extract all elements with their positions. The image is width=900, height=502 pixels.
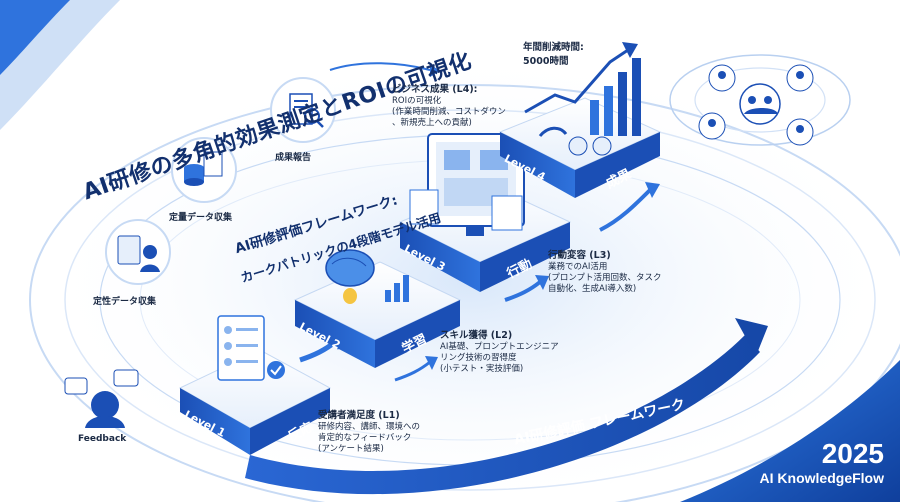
feedback-label: Feedback (78, 434, 127, 444)
report-label: 成果報告 (275, 153, 312, 163)
qualitative-icon (105, 219, 171, 285)
level-4-line: 、新規売上への貢献) (392, 118, 472, 128)
level-3-line: 自動化、生成AI導入数) (548, 284, 637, 294)
level-4-block (498, 42, 662, 198)
level-1-line: 肯定的なフィードバック (318, 433, 412, 443)
quantitative-label: 定量データ収集 (169, 213, 233, 223)
level-1-block (178, 315, 332, 455)
level-3-line: 業務でのAI活用 (548, 262, 608, 272)
level-2-description: スキル獲得 (L2) AI基礎、プロンプトエンジニア リング技術の習得度 (小テ… (440, 330, 610, 375)
quantitative-icon (171, 137, 237, 203)
level-4-line: ROIの可視化 (392, 96, 442, 106)
level-2-line: (小テスト・実技評価) (440, 364, 524, 374)
level-2-line: リング技術の習得度 (440, 353, 517, 363)
level-2-line: AI基礎、プロンプトエンジニア (440, 342, 559, 352)
level-4-description: ビジネス成果 (L4): ROIの可視化 (作業時間削減、コストダウン 、新規売… (392, 84, 552, 129)
level-2-block (293, 249, 462, 368)
level-1-description: 受講者満足度 (L1) 研修内容、講師、環境への 肯定的なフィードバック (アン… (318, 410, 488, 455)
level-3-line: (プロンプト活用回数、タスク (548, 273, 662, 283)
level-4-head: ビジネス成果 (L4): (392, 84, 478, 95)
feedback-icon (64, 369, 139, 428)
brand-year: 2025 (821, 438, 884, 469)
level-1-line: 研修内容、講師、環境への (318, 422, 421, 432)
level-1-head: 受講者満足度 (L1) (318, 410, 400, 421)
level-3-head: 行動変容 (L3) (548, 250, 611, 261)
brand-name: AI KnowledgeFlow (759, 470, 884, 486)
level-2-head: スキル獲得 (L2) (440, 330, 513, 341)
people-network (698, 64, 814, 146)
level-1-line: (アンケート結果) (318, 444, 384, 454)
annual-reduction-label: 年間削減時間: (523, 42, 584, 53)
annual-reduction-value: 5000時間 (523, 56, 569, 67)
report-icon (270, 77, 336, 143)
qualitative-label: 定性データ収集 (93, 297, 157, 307)
level-3-description: 行動変容 (L3) 業務でのAI活用 (プロンプト活用回数、タスク 自動化、生成… (548, 250, 718, 295)
level-4-line: (作業時間削減、コストダウン (392, 107, 506, 117)
